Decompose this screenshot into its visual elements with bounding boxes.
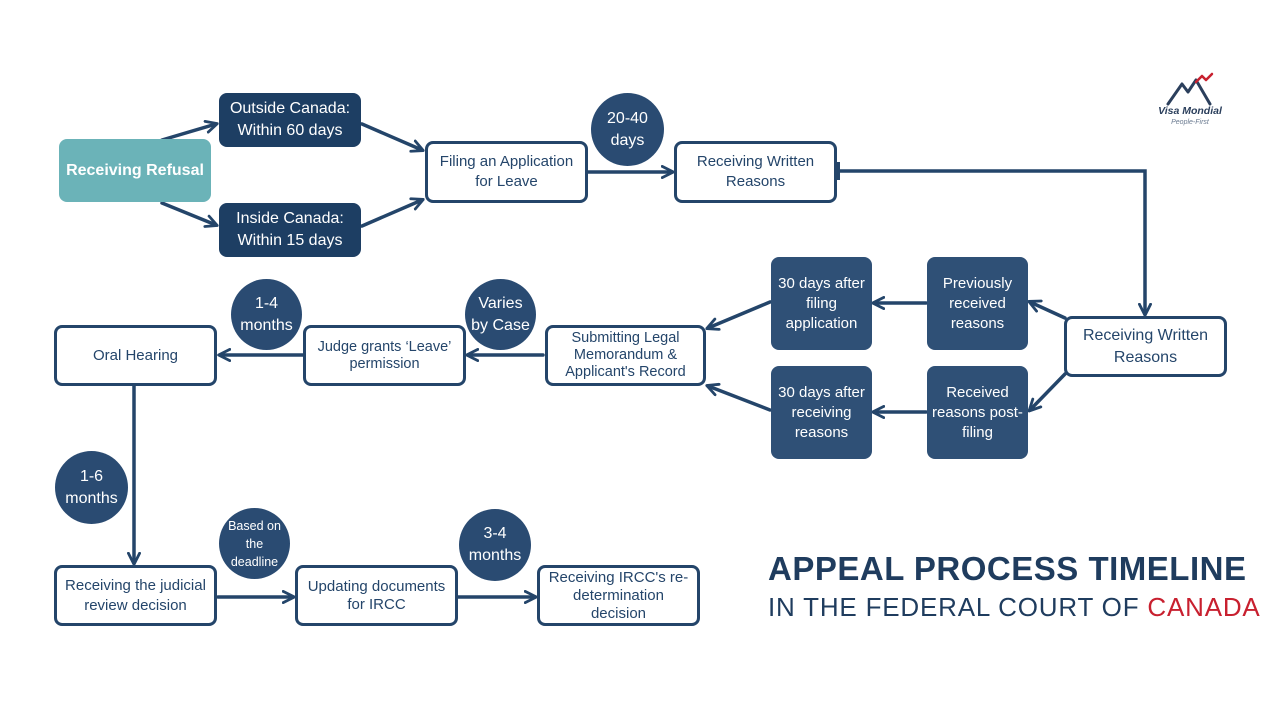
arrow-reasons-down: [836, 169, 1152, 317]
judicial-review-decision-node: Receiving the judicial review decision: [54, 565, 217, 626]
timeline-subtitle: IN THE FEDERAL COURT OF CANADA: [768, 592, 1261, 623]
thirty-days-after-filing-node: 30 days after filing application: [771, 257, 872, 350]
logo-name: Visa Mondial: [1158, 105, 1222, 117]
subtitle-main: IN THE FEDERAL COURT OF: [768, 592, 1148, 622]
arrow-reasons-to-previously: [1027, 299, 1067, 320]
arrow-30receiving-to-memo: [705, 382, 772, 412]
receiving-written-reasons-top-node: Receiving Written Reasons: [674, 141, 837, 203]
arrow-outside-to-filing: [360, 122, 425, 153]
receiving-written-reasons-right-node: Receiving Written Reasons: [1064, 316, 1227, 377]
received-post-filing-node: Received reasons post-filing: [927, 366, 1028, 459]
mountain-logo-icon: [1166, 72, 1214, 106]
filing-application-node: Filing an Application for Leave: [425, 141, 588, 203]
thirty-days-after-receiving-node: 30 days after receiving reasons: [771, 366, 872, 459]
duration-varies-by-case: Varies by Case: [465, 279, 536, 350]
duration-1-6-months: 1-6 months: [55, 451, 128, 524]
duration-1-4-months: 1-4 months: [231, 279, 302, 350]
oral-hearing-node: Oral Hearing: [54, 325, 217, 386]
previously-received-node: Previously received reasons: [927, 257, 1028, 350]
duration-based-on-deadline: Based on the deadline: [219, 508, 290, 579]
duration-20-40-days: 20-40 days: [591, 93, 664, 166]
submitting-memorandum-node: Submitting Legal Memorandum & Applicant'…: [545, 325, 706, 386]
arrow-refusal-to-outside: [160, 120, 219, 142]
inside-canada-node: Inside Canada: Within 15 days: [219, 203, 361, 257]
duration-3-4-months: 3-4 months: [459, 509, 531, 581]
subtitle-accent: CANADA: [1147, 592, 1261, 622]
arrow-30filing-to-memo: [705, 300, 772, 331]
outside-canada-node: Outside Canada: Within 60 days: [219, 93, 361, 147]
updating-documents-node: Updating documents for IRCC: [295, 565, 458, 626]
reasons-connector-cap: [836, 162, 840, 180]
receiving-refusal-node: Receiving Refusal: [59, 139, 211, 202]
logo-tagline: People-First: [1171, 119, 1209, 126]
ircc-redetermination-node: Receiving IRCC's re-determination decisi…: [537, 565, 700, 626]
timeline-title: APPEAL PROCESS TIMELINE: [768, 550, 1247, 587]
arrow-refusal-to-inside: [160, 201, 219, 228]
visa-mondial-logo: Visa Mondial People-First: [1150, 72, 1230, 130]
arrow-reasons-to-postfiling: [1027, 372, 1067, 413]
arrow-inside-to-filing: [360, 197, 425, 228]
judge-grants-leave-node: Judge grants ‘Leave’ permission: [303, 325, 466, 386]
